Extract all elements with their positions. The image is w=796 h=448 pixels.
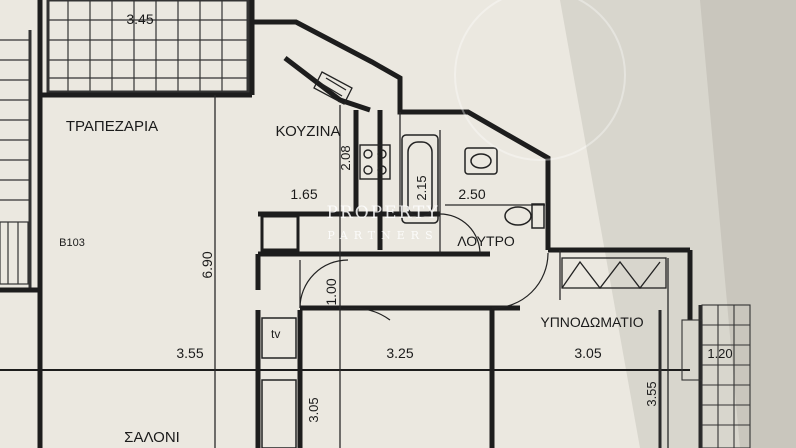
dim-right-balcony: 1.20: [707, 346, 732, 361]
balcony-tiles-top: [46, 0, 250, 94]
tv-tag: tv: [271, 327, 280, 341]
balcony-tiles-right: [681, 304, 751, 448]
watermark-line2: PARTNERS: [327, 229, 438, 242]
door-swings: [299, 213, 549, 321]
room-code-tag: Β103: [59, 237, 85, 249]
dim-kitchen-height: 2.08: [338, 145, 353, 170]
room-label-living: ΣΑΛΟΝΙ: [124, 429, 180, 446]
stove-icon: [359, 144, 391, 180]
bathtub-icon: [401, 134, 439, 224]
dim-top-balcony: 3.45: [126, 11, 153, 27]
room-label-bathroom: ΛΟΥΤΡΟ: [457, 233, 515, 249]
dim-living-width: 3.55: [176, 345, 203, 361]
dim-center-width: 3.25: [386, 345, 413, 361]
dim-bath-width: 2.50: [458, 186, 485, 202]
wardrobe: [561, 257, 667, 290]
watermark-line1: PROPERTY: [326, 203, 439, 223]
washbasin-icon: [464, 147, 498, 175]
watermark-circle: [454, 0, 626, 161]
tv-cabinet: [261, 317, 297, 448]
kitchen-sink-icon: [313, 71, 353, 105]
room-label-dining: ΤΡΑΠΕΖΑΡΙΑ: [66, 118, 158, 135]
dim-lower-height: 3.05: [306, 397, 321, 422]
dim-hall-width: 1.00: [323, 278, 339, 305]
dim-kitchen-width: 1.65: [290, 186, 317, 202]
thin-lines: [214, 95, 702, 448]
dim-bedroom-width: 3.05: [574, 345, 601, 361]
room-label-kitchen: ΚΟΥΖΙΝΑ: [276, 123, 341, 140]
dim-bedroom-height: 3.55: [644, 381, 659, 406]
walls: [0, 0, 693, 448]
stair-left: [0, 30, 32, 290]
room-label-bedroom: ΥΠΝΟΔΩΜΑΤΙΟ: [540, 314, 643, 330]
dim-dining-height: 6.90: [199, 251, 215, 278]
toilet-icon: [504, 203, 545, 229]
dim-bath-height: 2.15: [414, 175, 429, 200]
